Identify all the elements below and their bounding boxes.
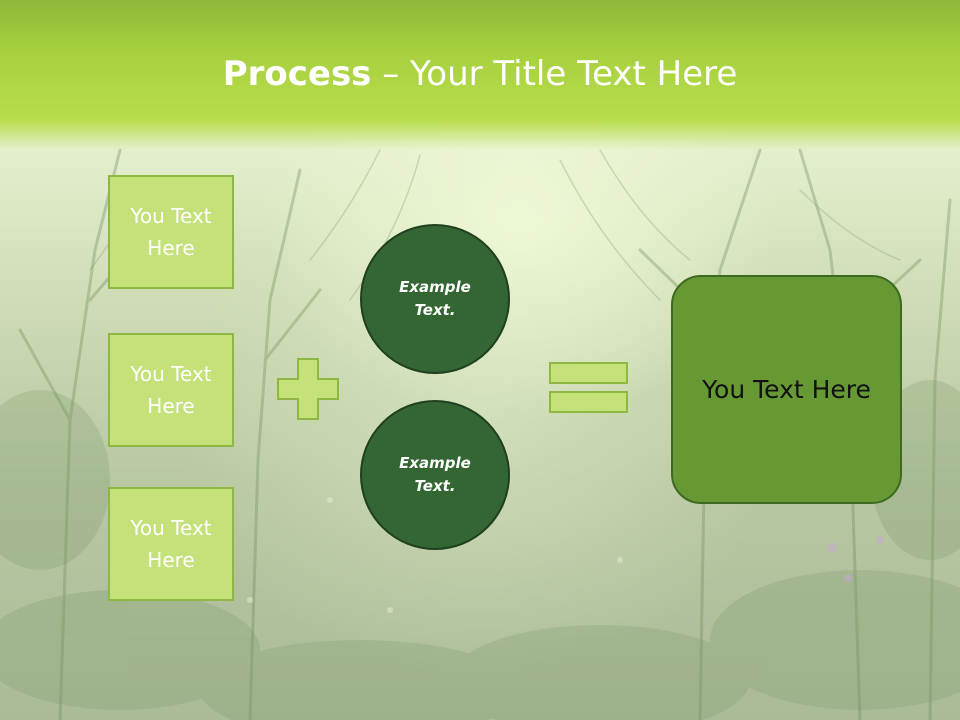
circle-line-1: Example xyxy=(399,454,471,472)
example-circle-2: Example Text. xyxy=(360,400,510,550)
result-label: You Text Here xyxy=(702,375,871,404)
result-box: You Text Here xyxy=(671,275,902,504)
title-rest: – Your Title Text Here xyxy=(371,54,738,94)
example-circle-1: Example Text. xyxy=(360,224,510,374)
box-line-1: You Text xyxy=(130,362,212,386)
input-box-2: You Text Here xyxy=(108,333,234,447)
title-bold: Process xyxy=(222,54,372,94)
equals-icon xyxy=(549,362,628,413)
box-line-2: Here xyxy=(147,236,195,260)
plus-icon xyxy=(277,358,339,420)
circle-line-2: Text. xyxy=(414,477,456,495)
box-line-2: Here xyxy=(147,548,195,572)
box-line-1: You Text xyxy=(130,204,212,228)
circle-line-1: Example xyxy=(399,278,471,296)
slide-title: Process – Your Title Text Here xyxy=(0,52,960,96)
input-box-3: You Text Here xyxy=(108,487,234,601)
circle-line-2: Text. xyxy=(414,301,456,319)
box-line-2: Here xyxy=(147,394,195,418)
box-line-1: You Text xyxy=(130,516,212,540)
input-box-1: You Text Here xyxy=(108,175,234,289)
header-band xyxy=(0,0,960,150)
